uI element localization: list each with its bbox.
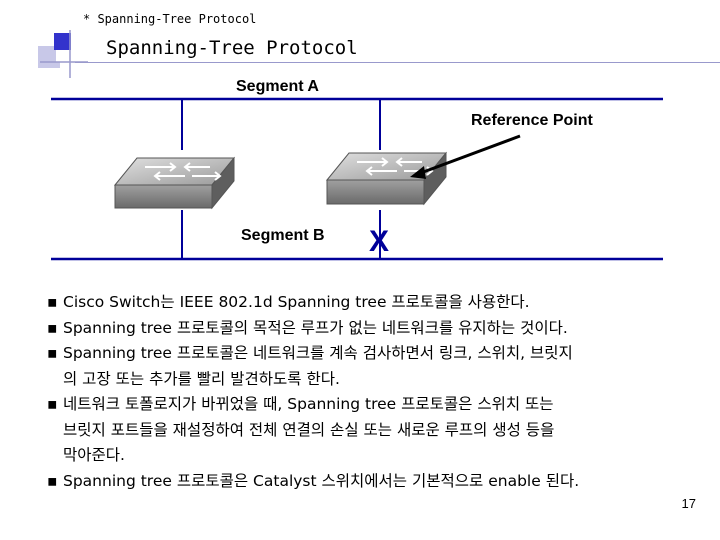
bullet-marker-icon: ▪ [47,318,58,337]
title-decoration [38,30,88,78]
segment-b-label: Segment B [241,227,325,244]
reference-point-label: Reference Point [471,112,593,129]
header-small-title: * Spanning-Tree Protocol [83,12,257,26]
network-diagram: X [51,97,663,261]
bullet-item: ▪ Spanning tree 프로토콜은 Catalyst 스위치에서는 기본적… [46,469,706,495]
slide-title: Spanning-Tree Protocol [106,37,358,59]
bullet-text: Spanning tree 프로토콜은 네트워크를 계속 검사하면서 링크, 스… [63,344,573,388]
switch-left-icon [113,156,236,210]
bullet-item: ▪ Spanning tree 프로토콜의 목적은 루프가 없는 네트워크를 유지… [46,316,706,342]
bullet-marker-icon: ▪ [47,471,58,490]
bullet-text: Cisco Switch는 IEEE 802.1d Spanning tree … [63,293,530,311]
bullet-list: ▪ Cisco Switch는 IEEE 802.1d Spanning tree… [46,290,706,494]
deco-square-blue [54,33,71,50]
blocked-port-mark: X [369,225,389,258]
reference-arrowhead [410,166,426,179]
bullet-marker-icon: ▪ [47,293,58,311]
page-number: 17 [681,496,696,511]
bullet-text: Spanning tree 프로토콜의 목적은 루프가 없는 네트워크를 유지하… [63,318,568,337]
bullet-text: Spanning tree 프로토콜은 Catalyst 스위치에서는 기본적으… [63,471,580,490]
bullet-item: ▪ 네트워크 토폴로지가 바뀌었을 때, Spanning tree 프로토콜은 … [46,392,706,469]
bullet-marker-icon: ▪ [47,395,58,413]
deco-square-white [56,50,70,62]
bullet-item: ▪ Cisco Switch는 IEEE 802.1d Spanning tree… [46,290,706,316]
bullet-text: 네트워크 토폴로지가 바뀌었을 때, Spanning tree 프로토콜은 스… [63,395,555,464]
bullet-marker-icon: ▪ [47,344,58,362]
reference-arrow [417,134,521,176]
switch-right-icon [325,151,448,206]
title-underline [75,62,720,63]
segment-a-label: Segment A [236,78,319,95]
bullet-item: ▪ Spanning tree 프로토콜은 네트워크를 계속 검사하면서 링크, … [46,341,706,392]
